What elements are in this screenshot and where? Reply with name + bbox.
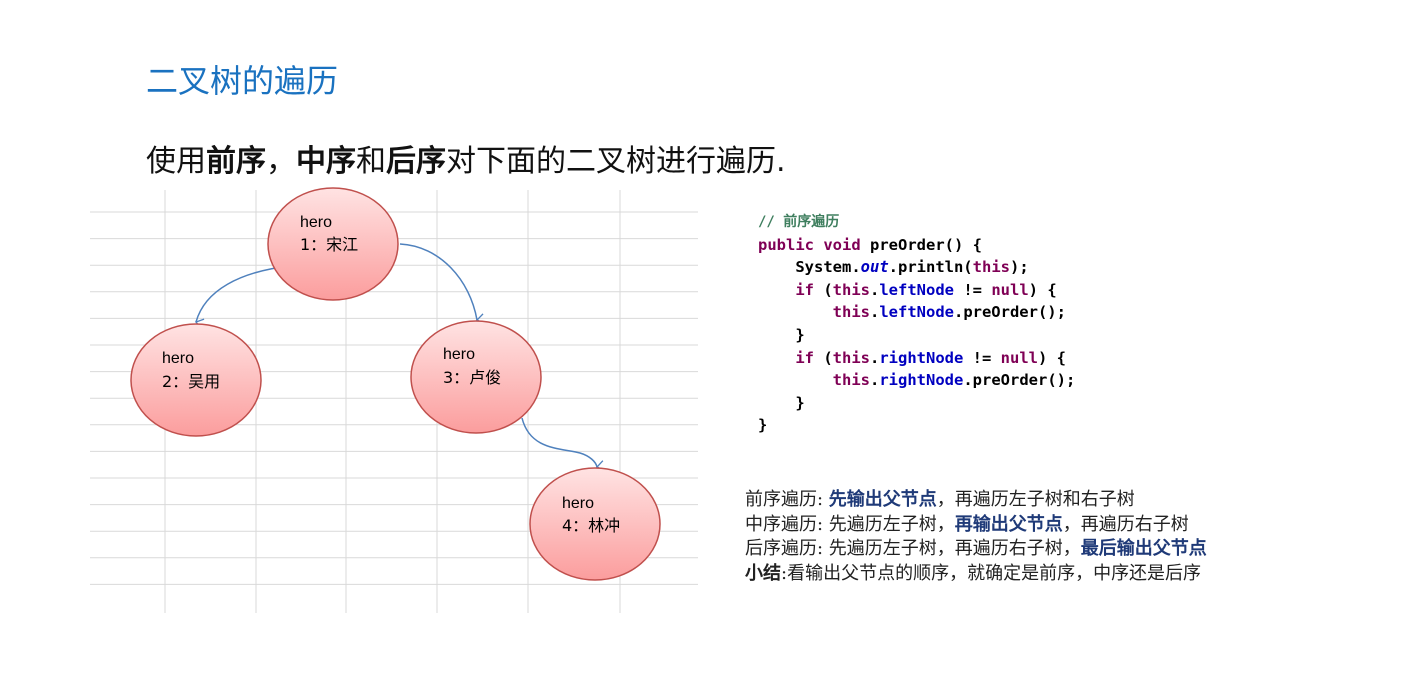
note-bold: 小结 — [745, 562, 781, 584]
note-text: ，再遍历右子树 — [1062, 513, 1189, 535]
subtitle-text: 使用 — [146, 144, 206, 179]
traversal-notes: 前序遍历: 先输出父节点，再遍历左子树和右子树 中序遍历: 先遍历左子树，再输出… — [745, 488, 1207, 586]
note-text: 后序遍历: 先遍历左子树，再遍历右子树， — [745, 538, 1081, 559]
node-value: 1：宋江 — [300, 235, 358, 254]
note-text: 前序遍历: — [745, 489, 829, 510]
edge-1-2 — [194, 265, 290, 330]
note-highlight: 最后输出父节点 — [1080, 538, 1207, 559]
note-text: 中序遍历: 先遍历左子树， — [745, 513, 955, 535]
code-comment: // 前序遍历 — [758, 214, 840, 230]
note-postorder: 后序遍历: 先遍历左子树，再遍历右子树，最后输出父节点 — [745, 537, 1207, 562]
edge-3-4 — [521, 417, 606, 472]
note-inorder: 中序遍历: 先遍历左子树，再输出父节点，再遍历右子树 — [745, 513, 1207, 538]
code-token: out — [860, 258, 889, 277]
subtitle: 使用前序，中序和后序对下面的二叉树进行遍历. — [146, 136, 786, 180]
tree-node-3: hero 3：卢俊 — [410, 320, 542, 434]
note-summary: 小结:看输出父节点的顺序，就确定是前序，中序还是后序 — [745, 562, 1207, 587]
tree-node-2: hero 2：吴用 — [130, 323, 262, 437]
note-text: :看输出父节点的顺序，就确定是前序，中序还是后序 — [781, 562, 1202, 584]
subtitle-text: ， — [266, 144, 296, 179]
tree-node-4: hero 4：林冲 — [529, 467, 661, 581]
node-value: 3：卢俊 — [443, 368, 501, 387]
subtitle-text: 和 — [356, 144, 386, 179]
note-highlight: 先输出父节点 — [828, 489, 937, 510]
code-token: public — [758, 235, 814, 254]
tree-node-1: hero 1：宋江 — [267, 187, 399, 301]
node-label: hero — [300, 214, 332, 231]
subtitle-text: 对下面的二叉树进行遍历. — [446, 144, 786, 179]
node-label: hero — [162, 350, 194, 367]
node-value: 4：林冲 — [562, 516, 620, 535]
page-title: 二叉树的遍历 — [146, 62, 339, 100]
node-label: hero — [562, 495, 594, 512]
node-value: 2：吴用 — [162, 372, 220, 391]
note-highlight: 再输出父节点 — [954, 513, 1063, 535]
subtitle-bold: 后序 — [386, 144, 446, 179]
note-preorder: 前序遍历: 先输出父节点，再遍历左子树和右子树 — [745, 488, 1207, 513]
subtitle-bold: 前序 — [206, 144, 266, 179]
note-text: ，再遍历左子树和右子树 — [936, 489, 1135, 510]
node-label: hero — [443, 346, 475, 363]
subtitle-bold: 中序 — [296, 144, 356, 179]
edge-1-3 — [399, 243, 486, 325]
code-snippet: // 前序遍历 public void preOrder() { System.… — [758, 214, 1076, 435]
